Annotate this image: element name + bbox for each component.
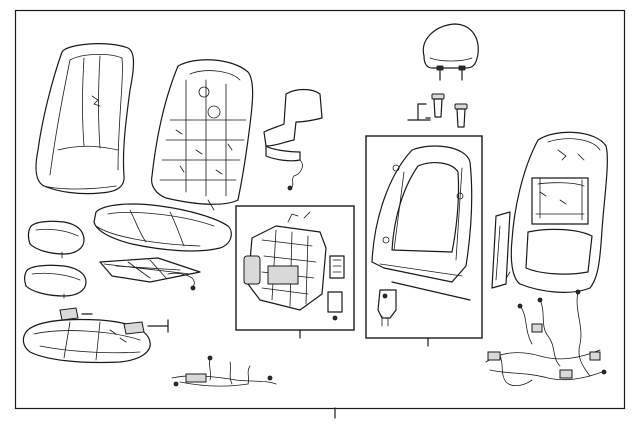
diagram-border: [14, 9, 626, 410]
backrest-pad: [151, 59, 254, 211]
wire-harness: [485, 289, 607, 386]
seat-frame-box: [365, 135, 483, 347]
seat-cushion: [93, 203, 232, 252]
trim-strip: [491, 211, 511, 289]
bolster-lower: [23, 264, 87, 299]
back-panel: [263, 88, 323, 191]
adjuster-motor-box: [235, 205, 355, 339]
seat-back-cover: [35, 43, 135, 195]
bolster-top: [27, 220, 85, 259]
back-cover: [503, 131, 608, 293]
cushion-heater: [99, 257, 201, 291]
headrest-guides: [407, 93, 468, 128]
small-harness: [171, 355, 277, 387]
cushion-base: [22, 307, 169, 364]
headrest: [422, 23, 479, 81]
